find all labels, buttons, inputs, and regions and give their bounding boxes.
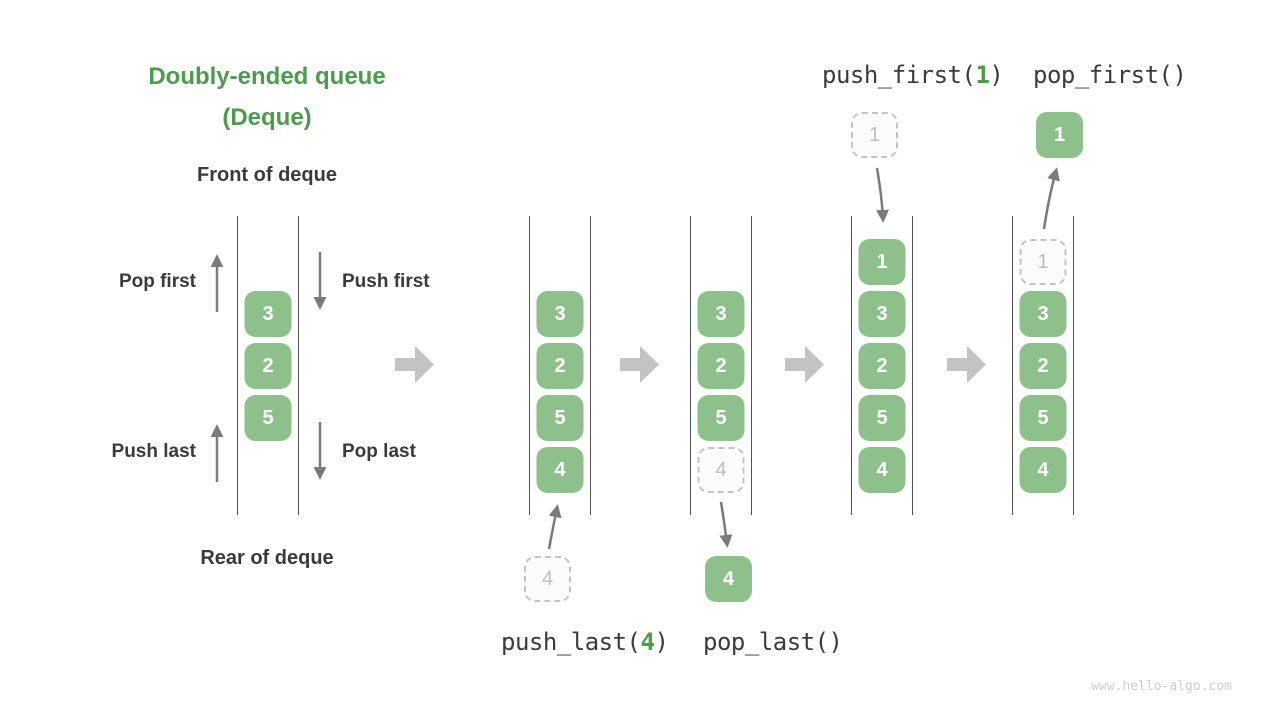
- queue-cell: 2: [1019, 343, 1067, 389]
- queue-cell: 2: [244, 343, 292, 389]
- pop-first-result-cell: 1: [1036, 112, 1083, 158]
- queue-cell: 2: [536, 343, 584, 389]
- pop-last-code-label: pop_last(): [703, 628, 843, 656]
- queue-cell: 5: [1019, 395, 1067, 441]
- queue-cell: 3: [244, 291, 292, 337]
- transition-arrow-2-icon: [620, 346, 659, 383]
- queue-cell: 5: [536, 395, 584, 441]
- transition-arrow-1-icon: [395, 346, 434, 383]
- queue-cell-ghost: 4: [697, 447, 745, 493]
- queue-cell: 4: [1019, 447, 1067, 493]
- pop-first-label: Pop first: [118, 271, 196, 292]
- queue-cell: 4: [858, 447, 906, 493]
- push-last-label: Push last: [111, 441, 196, 462]
- queue-after-push-first: 1 3 2 5 4: [851, 216, 913, 515]
- pop-first-code-label: pop_first(): [1033, 61, 1187, 89]
- code-arg: 1: [975, 61, 990, 89]
- title-line-2: (Deque): [222, 104, 312, 131]
- push-last-source-cell: 4: [524, 556, 571, 602]
- queue-cell: 5: [858, 395, 906, 441]
- pop-last-label: Pop last: [342, 441, 416, 462]
- pop-last-result-cell: 4: [705, 556, 752, 602]
- queue-after-pop-last: 3 2 5 4: [690, 216, 752, 515]
- queue-initial: 3 2 5: [237, 216, 299, 515]
- queue-cell: 5: [697, 395, 745, 441]
- queue-cell: 3: [1019, 291, 1067, 337]
- queue-after-push-last: 3 2 5 4: [529, 216, 591, 515]
- queue-cell: 4: [536, 447, 584, 493]
- queue-cell: 3: [858, 291, 906, 337]
- queue-cell: 2: [858, 343, 906, 389]
- code-text: push_last(: [501, 628, 641, 656]
- code-text: push_first(: [822, 61, 976, 89]
- queue-cell: 5: [244, 395, 292, 441]
- transition-arrow-4-icon: [947, 346, 986, 383]
- transition-arrow-3-icon: [785, 346, 824, 383]
- queue-cell: 3: [697, 291, 745, 337]
- watermark: www.hello-algo.com: [1091, 679, 1232, 694]
- push-first-insert-arrow-icon: [875, 167, 890, 223]
- push-first-source-cell: 1: [851, 112, 898, 158]
- queue-cell: 3: [536, 291, 584, 337]
- front-of-deque-label: Front of deque: [197, 164, 337, 186]
- rear-of-deque-label: Rear of deque: [200, 547, 334, 569]
- code-text: ): [654, 628, 669, 656]
- queue-after-pop-first: 1 3 2 5 4: [1012, 216, 1074, 515]
- queue-cell: 1: [858, 239, 906, 285]
- code-arg: 4: [640, 628, 655, 656]
- title-line-1: Doubly-ended queue: [148, 63, 386, 90]
- code-text: ): [989, 61, 1004, 89]
- push-first-code-label: push_first(1): [822, 61, 1004, 89]
- queue-cell: 2: [697, 343, 745, 389]
- push-first-label: Push first: [342, 271, 430, 292]
- queue-cell-ghost: 1: [1019, 239, 1067, 285]
- push-last-code-label: push_last(4): [501, 628, 669, 656]
- page-title: Doubly-ended queue (Deque): [92, 56, 442, 138]
